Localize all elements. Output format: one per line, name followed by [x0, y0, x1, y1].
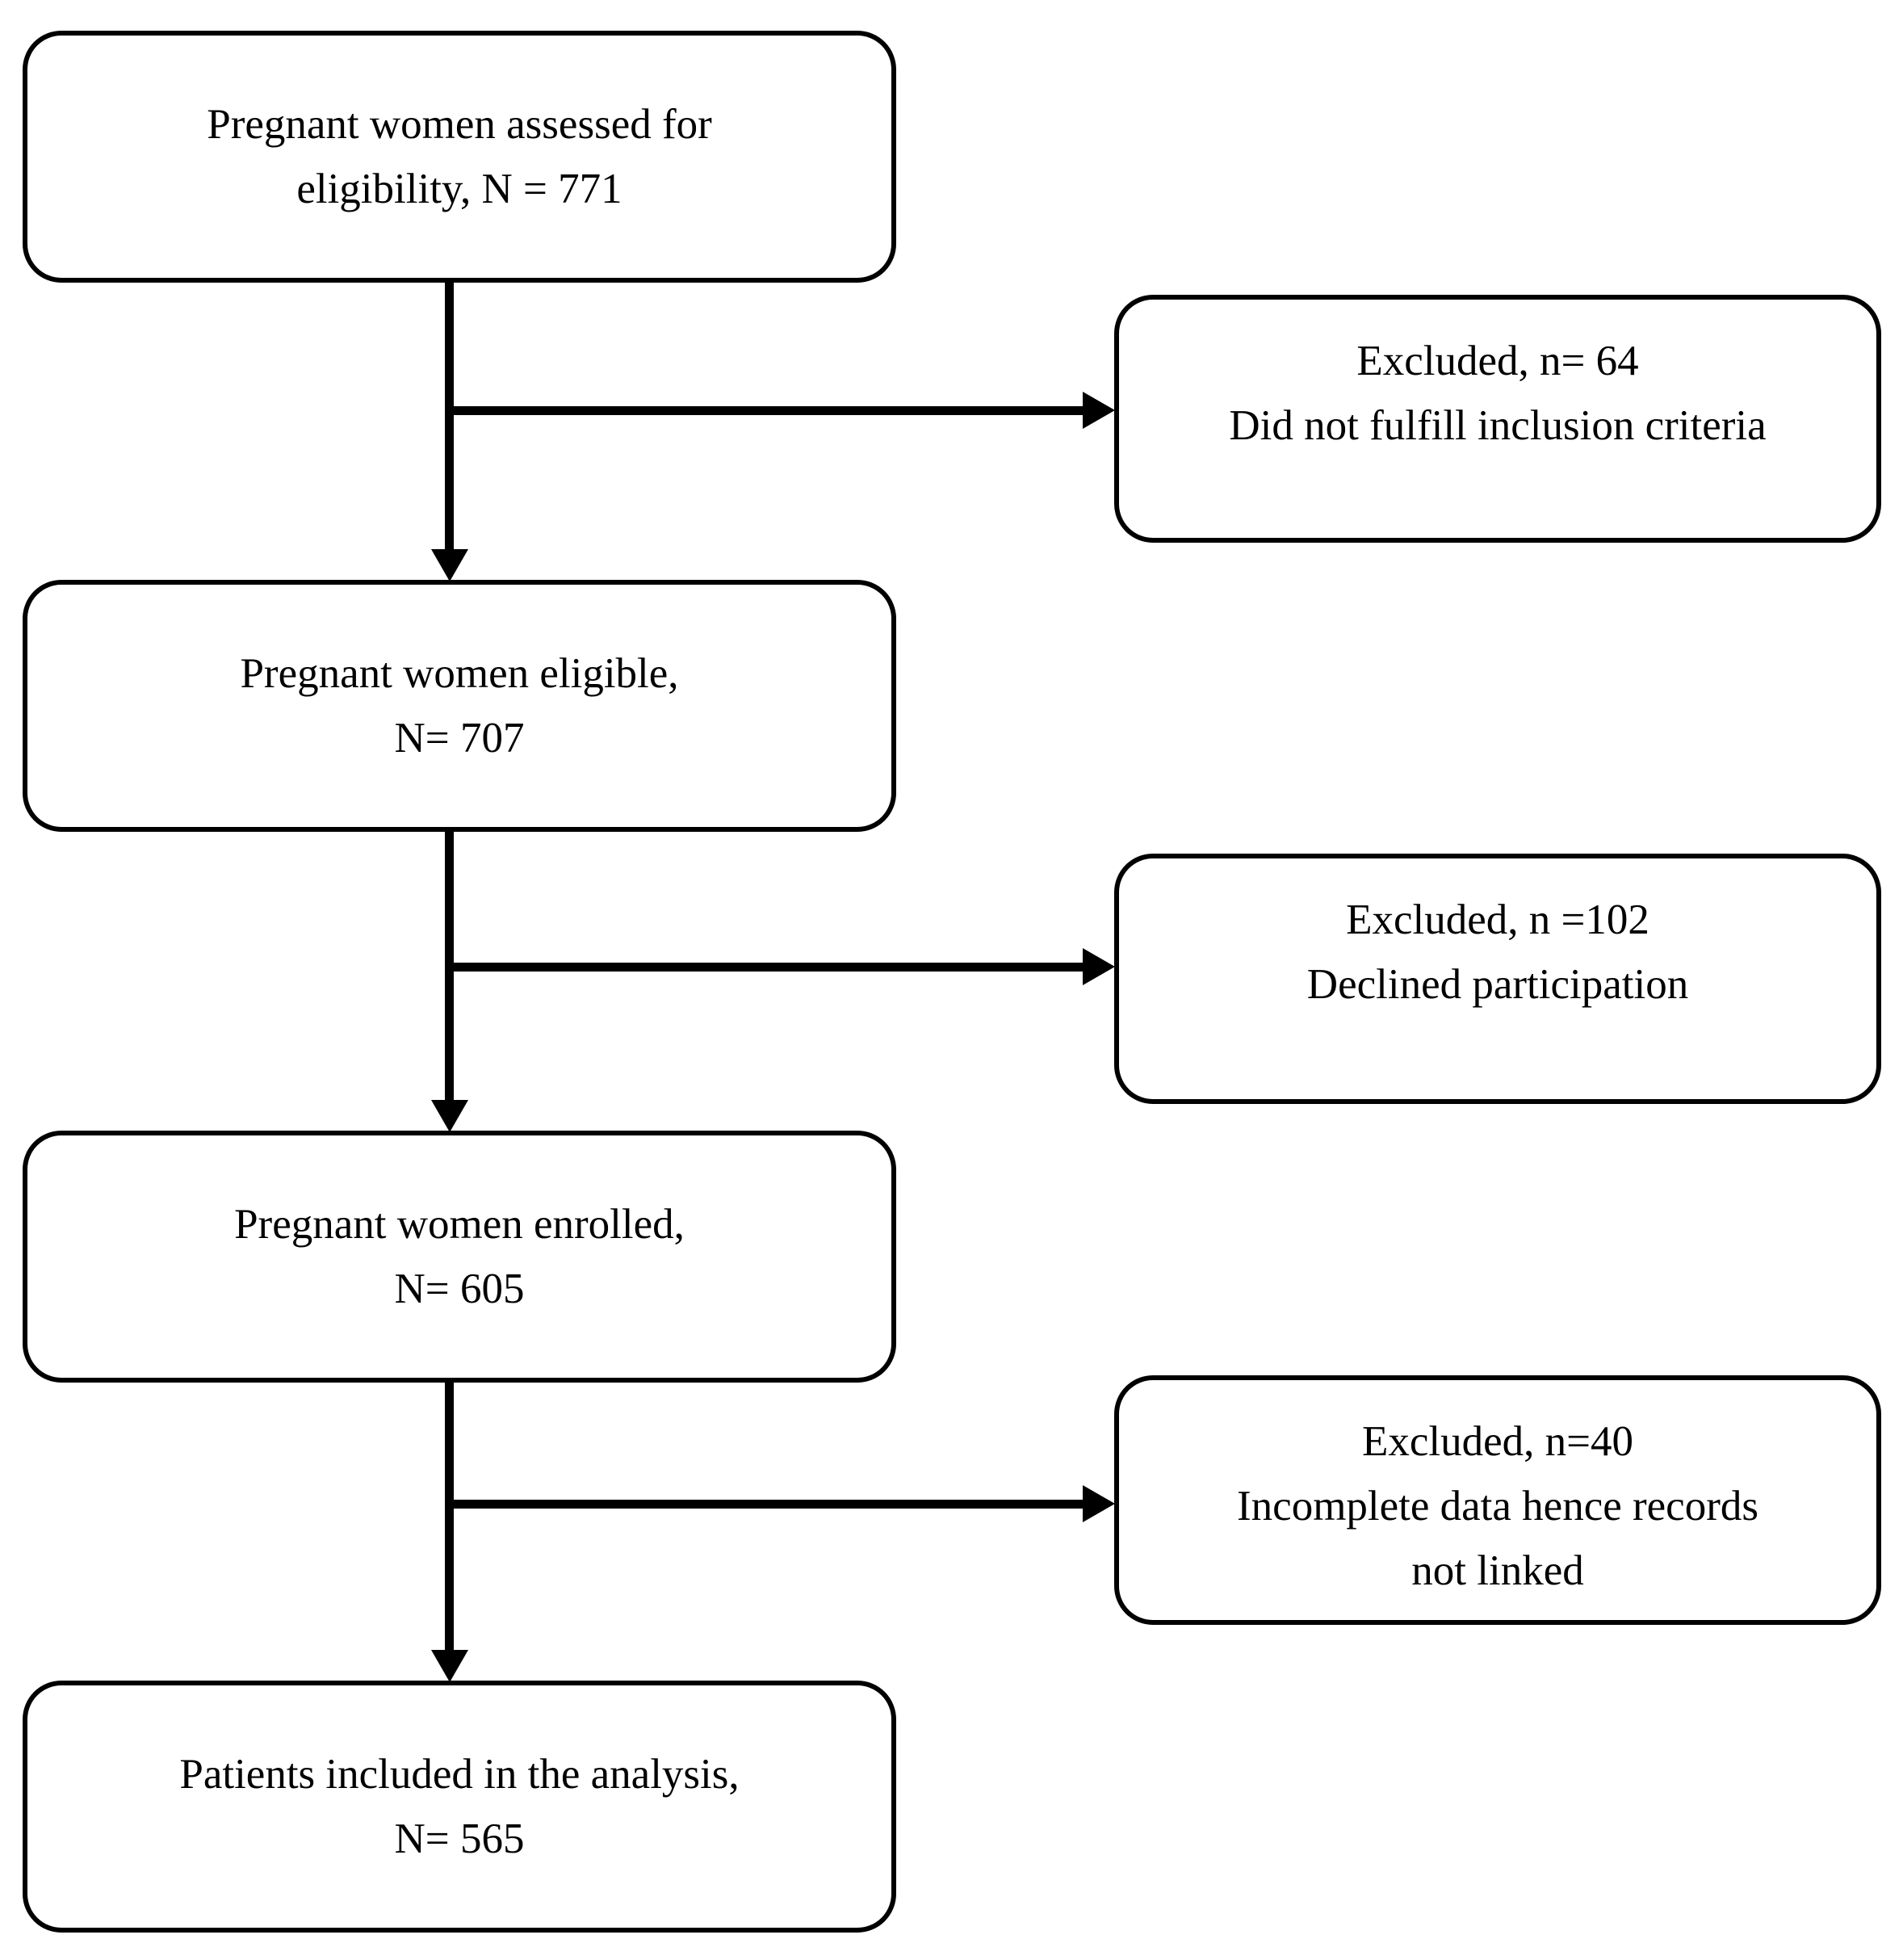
flow-box-excluded-3: Excluded, n=40 Incomplete data hence rec…: [1114, 1375, 1881, 1625]
arrow-down-2-head-icon: [431, 1100, 468, 1132]
box-text-line: Pregnant women assessed for: [207, 101, 712, 148]
box-text-line: Excluded, n= 64: [1356, 338, 1639, 384]
box-text-line: N= 605: [394, 1265, 525, 1312]
box-text-line: Pregnant women enrolled,: [234, 1201, 685, 1248]
flow-box-enrolled: Pregnant women enrolled, N= 605: [23, 1131, 896, 1383]
box-text-line: Pregnant women eligible,: [240, 650, 679, 697]
arrow-down-1-head-icon: [431, 549, 468, 581]
arrow-down-3-head-icon: [431, 1650, 468, 1682]
arrow-right-3-shaft: [446, 1500, 1084, 1509]
arrow-down-1-shaft: [445, 281, 454, 549]
arrow-right-3-head-icon: [1083, 1485, 1115, 1522]
box-text-line: eligibility, N = 771: [296, 166, 622, 212]
flow-box-eligible: Pregnant women eligible, N= 707: [23, 580, 896, 832]
box-text-line: Excluded, n =102: [1346, 896, 1649, 943]
arrow-right-2-shaft: [446, 963, 1084, 972]
flow-box-analysis: Patients included in the analysis, N= 56…: [23, 1681, 896, 1933]
box-text-line: not linked: [1411, 1547, 1584, 1594]
box-text-line: Incomplete data hence records: [1237, 1483, 1758, 1530]
flow-box-assessed: Pregnant women assessed for eligibility,…: [23, 31, 896, 283]
arrow-right-1-shaft: [446, 406, 1084, 415]
box-text-line: Excluded, n=40: [1361, 1418, 1634, 1465]
box-text-line: Did not fulfill inclusion criteria: [1229, 402, 1767, 449]
box-text-line: N= 707: [394, 715, 525, 762]
box-text-line: Declined participation: [1306, 961, 1689, 1008]
flow-box-excluded-2: Excluded, n =102 Declined participation: [1114, 854, 1881, 1104]
arrow-right-2-head-icon: [1083, 948, 1115, 985]
flow-box-excluded-1: Excluded, n= 64 Did not fulfill inclusio…: [1114, 295, 1881, 543]
box-text-line: Patients included in the analysis,: [179, 1751, 740, 1798]
arrow-right-1-head-icon: [1083, 392, 1115, 429]
arrow-down-3-shaft: [445, 1381, 454, 1650]
box-text-line: N= 565: [394, 1815, 525, 1862]
